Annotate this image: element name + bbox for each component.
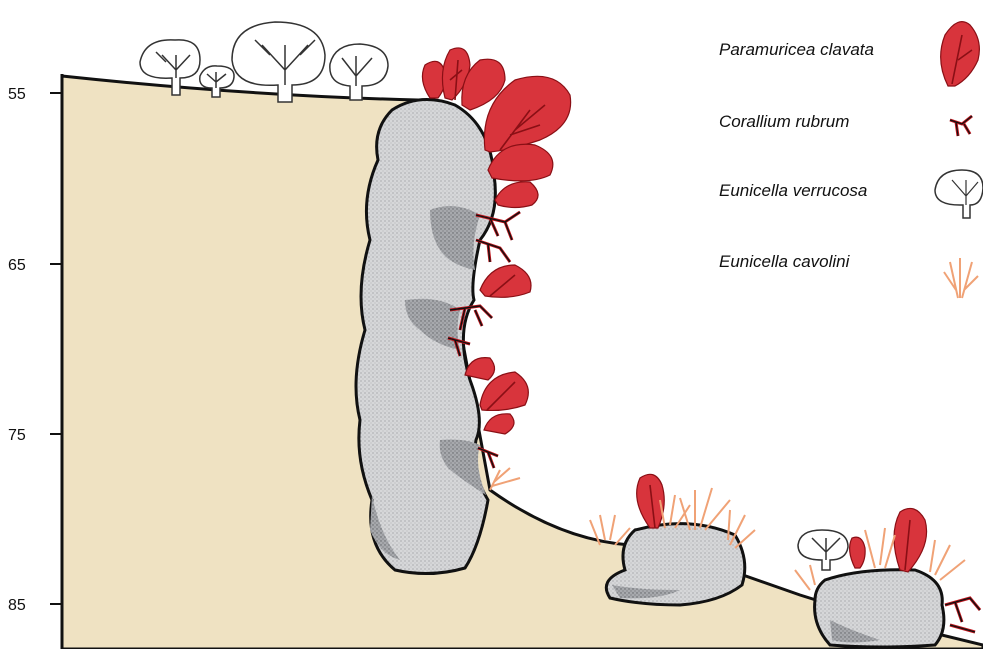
depth-tick: 65 (8, 257, 62, 274)
cavolini-fan (865, 528, 895, 568)
legend-label-paramuricea-clavata: Paramuricea clavata (719, 40, 874, 59)
eunicella-verrucosa-icon (935, 170, 983, 218)
legend-item: Paramuricea clavata (719, 22, 979, 86)
cavolini-fan (930, 540, 965, 580)
paramuricea-fan (484, 414, 514, 434)
paramuricea-fan (894, 508, 927, 572)
depth-tick-label-85: 85 (8, 597, 26, 614)
corallium-rubrum-icon (950, 116, 972, 136)
cavolini-fan (795, 565, 815, 590)
paramuricea-fan (480, 265, 531, 297)
depth-tick-label-75: 75 (8, 427, 26, 444)
legend-label-eunicella-cavolini: Eunicella cavolini (719, 252, 851, 271)
depth-tick: 55 (8, 86, 62, 103)
corallium-cluster (945, 598, 980, 632)
legend: Paramuricea clavata Corallium rubrum Eun… (719, 22, 983, 298)
paramuricea-clavata-icon (941, 22, 980, 86)
depth-tick: 75 (8, 427, 62, 444)
rock-pillar (356, 100, 495, 574)
legend-label-corallium-rubrum: Corallium rubrum (719, 112, 849, 131)
right-boulder (815, 570, 944, 647)
legend-item: Corallium rubrum (719, 112, 972, 136)
paramuricea-fan (495, 182, 538, 208)
legend-item: Eunicella verrucosa (719, 170, 983, 218)
verrucosa-fan (330, 44, 388, 100)
cavolini-fan (490, 468, 520, 490)
depth-tick-label-55: 55 (8, 86, 26, 103)
middle-boulder (606, 524, 744, 605)
depth-tick: 85 (8, 597, 62, 614)
cavolini-fan (728, 510, 755, 548)
depth-axis: 55 65 75 85 (8, 74, 62, 649)
eunicella-cavolini-icon (944, 258, 978, 298)
corallium-cluster (476, 240, 510, 262)
depth-tick-label-65: 65 (8, 257, 26, 274)
verrucosa-fan (232, 22, 325, 102)
verrucosa-fan (798, 530, 848, 570)
paramuricea-fan (850, 537, 866, 568)
paramuricea-clavata-colony (422, 48, 926, 572)
legend-item: Eunicella cavolini (719, 252, 978, 298)
legend-label-eunicella-verrucosa: Eunicella verrucosa (719, 181, 867, 200)
